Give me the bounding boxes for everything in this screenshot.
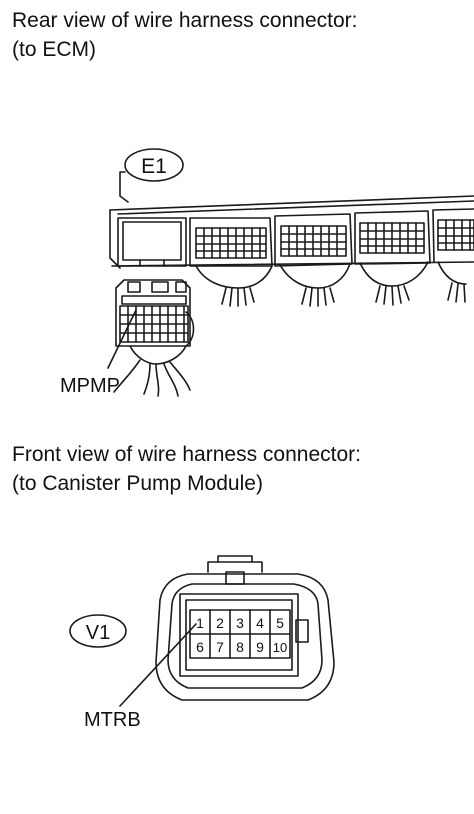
ecm-pin-blocks [189,208,474,267]
pin-10: 10 [273,640,287,655]
e1-code-label: E1 [141,155,167,178]
pin-3: 3 [236,615,244,631]
pin-9: 9 [256,639,264,655]
pin-1: 1 [196,615,204,631]
mpmp-terminal-label: MPMP [60,375,120,397]
ecm-caption-line2: (to ECM) [12,38,96,61]
pin-6: 6 [196,639,204,655]
ecm-connector-body [109,195,474,269]
pump-pin-grid: 1 2 3 4 5 6 7 8 9 10 [189,609,291,659]
mpmp-connector-plug: MPMP [60,279,195,397]
v1-code-badge: V1 [69,614,127,648]
mtrb-terminal-label: MTRB [84,709,141,731]
pin-8: 8 [236,639,244,655]
pump-connector-housing [155,555,335,701]
pin-2: 2 [216,615,224,631]
v1-code-label: V1 [86,622,110,644]
pump-caption-line1: Front view of wire harness connector: [12,443,361,466]
pin-5: 5 [276,615,284,631]
pump-connector-caption: Front view of wire harness connector: (t… [12,440,361,498]
ecm-caption-line1: Rear view of wire harness connector: [12,9,358,32]
ecm-wire-bundles [195,261,467,307]
pump-caption-line2: (to Canister Pump Module) [12,472,263,495]
pin-7: 7 [216,639,224,655]
pin-4: 4 [256,615,264,631]
ecm-connector-caption: Rear view of wire harness connector: (to… [12,6,358,64]
mtrb-leader: MTRB [84,623,197,731]
e1-code-badge: E1 [119,148,184,203]
